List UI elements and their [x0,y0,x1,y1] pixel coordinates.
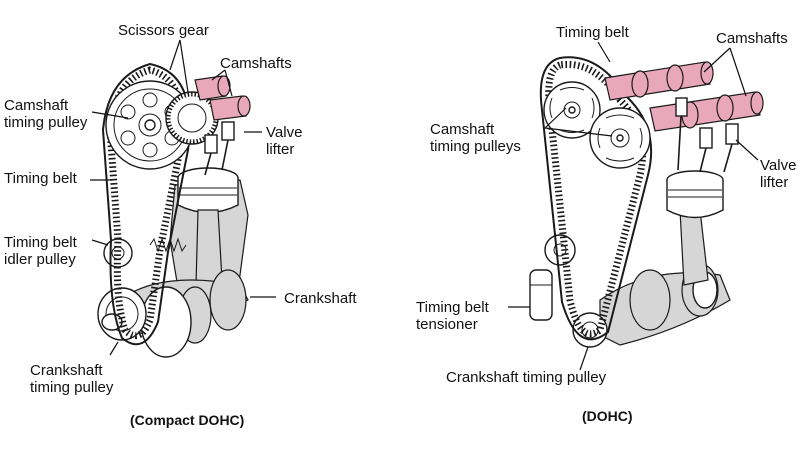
crank-web [209,269,247,331]
label-timing-belt-right: Timing belt [556,24,629,41]
label-idler-pulley-1: Timing belt [4,234,77,251]
label-crank-pulley-left-2: timing pulley [30,379,114,396]
label-tensioner-2: tensioner [416,316,478,333]
label-tensioner-1: Timing belt [416,299,489,316]
compact-dohc-engine [97,62,251,358]
label-idler-pulley-2: idler pulley [4,251,76,268]
dohc-engine [529,56,764,348]
camshaft-upper-right [604,61,711,101]
label-timing-belt-left: Timing belt [4,170,77,187]
label-camshaft-pulleys-2: timing pulleys [430,138,521,155]
label-valve-right-1: Valve [760,157,797,174]
label-crankshaft-timing-pulley-right: Crankshaft timing pulley [446,369,607,386]
label-valve-left-1: Valve [266,124,303,141]
caption-compact-dohc: (Compact DOHC) [130,412,245,428]
valve-lifter [221,121,235,141]
tensioner-spring [149,237,187,253]
label-scissors-gear: Scissors gear [118,22,209,39]
camshaft-lower-right [649,91,761,132]
pointer-lines [90,39,759,371]
tensioner-pulley [544,234,576,266]
caption-dohc: (DOHC) [582,408,633,424]
label-crank-pulley-left-1: Crankshaft [30,362,103,379]
label-valve-left-2: lifter [266,141,295,158]
valve-lifter-right [699,127,713,149]
connecting-rod-right [679,209,709,286]
label-crankshaft: Crankshaft [284,290,357,307]
connecting-rod [195,209,223,286]
label-camshafts-right: Camshafts [716,30,788,47]
timing-belt-tensioner [529,269,553,321]
label-valve-right-2: lifter [760,174,789,191]
label-camshaft-timing-pulley-l2: timing pulley [4,114,88,131]
label-camshafts-left: Camshafts [220,55,292,72]
crank-counterweight [140,286,192,358]
label-camshaft-pulleys-1: Camshaft [430,121,495,138]
label-camshaft-timing-pulley-l1: Camshaft [4,97,69,114]
